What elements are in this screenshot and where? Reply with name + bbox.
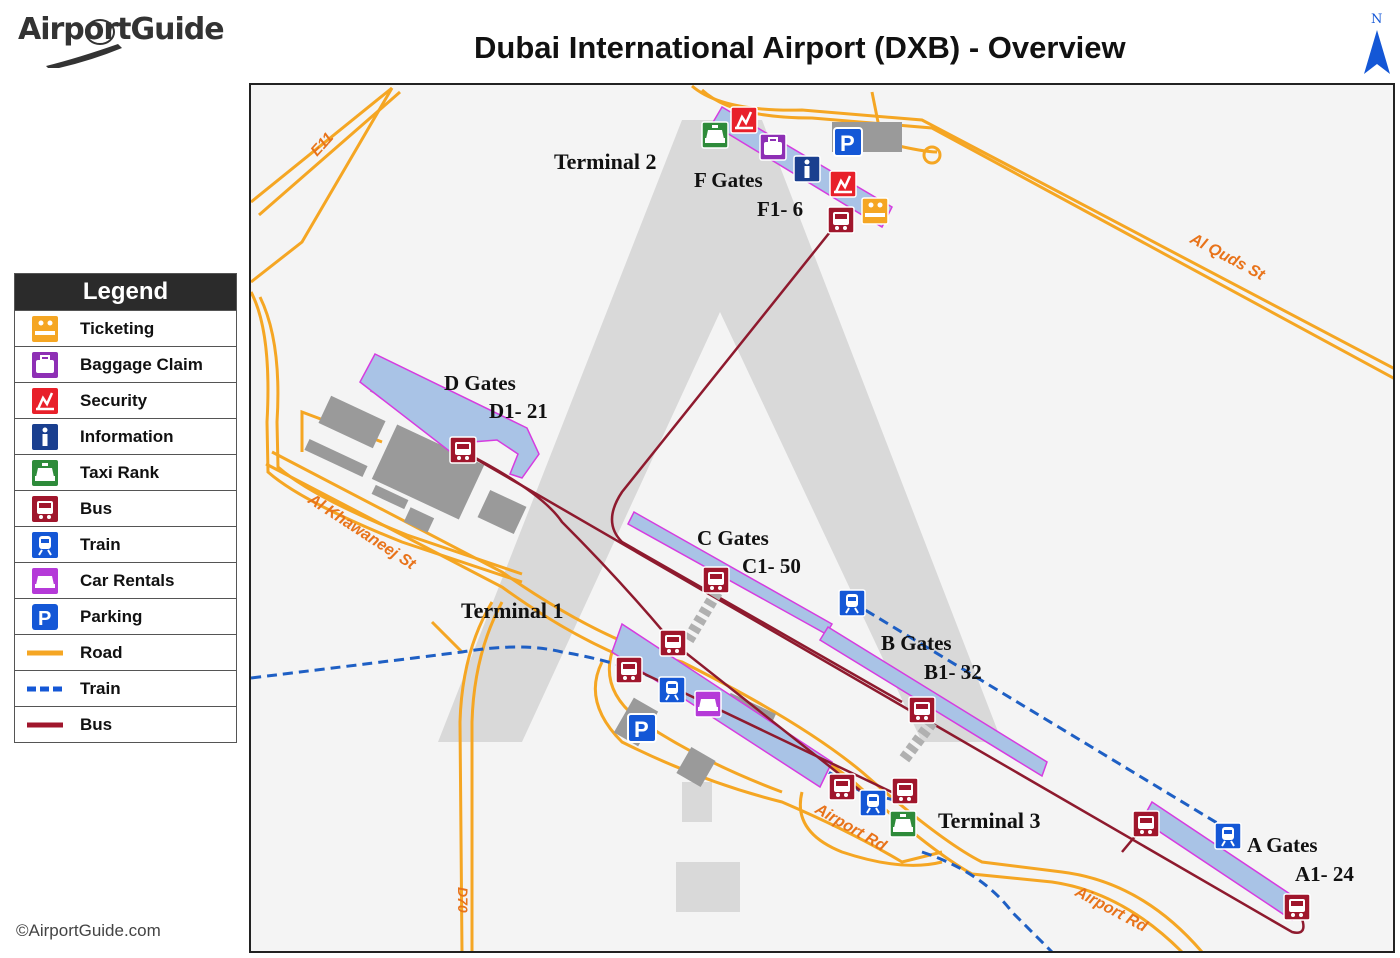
north-label: N	[1371, 12, 1383, 27]
map-canvas: E11 Al Quds St Al Khawaneej St Airport R…	[251, 85, 1393, 951]
information-icon[interactable]	[793, 155, 821, 183]
train-icon[interactable]	[658, 676, 686, 704]
legend-label: Baggage Claim	[80, 354, 203, 374]
copyright: ©AirportGuide.com	[16, 921, 161, 940]
train-line-icon	[27, 676, 63, 702]
north-arrow-icon	[1364, 30, 1390, 74]
terminal-1-label: Terminal 1	[461, 598, 563, 623]
security-icon[interactable]	[828, 169, 858, 199]
bus-icon[interactable]	[702, 566, 730, 594]
b-gates-label: B Gates	[881, 631, 952, 655]
legend-label: Ticketing	[80, 318, 155, 338]
legend-label: Train	[80, 678, 121, 698]
roads	[251, 85, 1393, 951]
a-gates-label: A Gates	[1247, 833, 1318, 857]
taxi-rank-icon	[32, 459, 58, 486]
d-gates-range: D1- 21	[489, 399, 548, 423]
train-icon[interactable]	[859, 789, 887, 817]
train-line	[251, 600, 1233, 951]
legend-item-information: Information	[15, 418, 236, 454]
f-gates-range: F1- 6	[757, 197, 803, 221]
legend-item-road-line: Road	[15, 634, 236, 670]
road-line-icon	[27, 640, 63, 666]
bus-line-icon	[27, 712, 63, 738]
legend-item-ticketing: Ticketing	[15, 310, 236, 346]
terminal-3-label: Terminal 3	[938, 808, 1040, 833]
security-icon	[32, 387, 58, 414]
information-icon	[32, 423, 58, 450]
legend-title: Legend	[15, 274, 236, 310]
page-title: Dubai International Airport (DXB) - Over…	[474, 30, 1126, 65]
legend-label: Security	[80, 390, 148, 410]
parking-icon: P	[32, 603, 58, 630]
bus-icon[interactable]	[1283, 893, 1311, 921]
logo-text: AirportGuide	[18, 12, 225, 47]
legend-item-train-line: Train	[15, 670, 236, 706]
bus-icon	[32, 495, 58, 522]
bus-icon[interactable]	[908, 696, 936, 724]
taxi-rank-icon[interactable]	[701, 121, 729, 149]
legend-label: Bus	[80, 498, 113, 518]
legend-item-bus-line: Bus	[15, 706, 236, 742]
legend-item-taxi-rank: Taxi Rank	[15, 454, 236, 490]
car-rentals-icon[interactable]	[694, 690, 722, 718]
a-gates-range: A1- 24	[1295, 862, 1354, 886]
baggage-claim-icon[interactable]	[759, 133, 787, 161]
taxi-rank-icon[interactable]	[889, 810, 917, 838]
legend-item-baggage-claim: Baggage Claim	[15, 346, 236, 382]
baggage-claim-icon	[32, 351, 58, 378]
legend-label: Parking	[80, 606, 143, 626]
legend-item-bus: Bus	[15, 490, 236, 526]
legend-label: Car Rentals	[80, 570, 175, 590]
logo-plane-icon	[46, 19, 122, 68]
f-gates-label: F Gates	[694, 168, 763, 192]
legend-label: Train	[80, 534, 121, 554]
bus-icon[interactable]	[615, 656, 643, 684]
c-gates-label: C Gates	[697, 526, 769, 550]
bus-icon[interactable]	[827, 206, 855, 234]
legend-label: Bus	[80, 714, 113, 734]
ticketing-icon	[32, 315, 58, 342]
airport-map[interactable]: E11 Al Quds St Al Khawaneej St Airport R…	[249, 83, 1395, 953]
road-label-d70: D70	[455, 887, 471, 913]
legend-label: Road	[80, 642, 123, 662]
bus-icon[interactable]	[1132, 810, 1160, 838]
legend-item-security: Security	[15, 382, 236, 418]
legend-item-parking: P Parking	[15, 598, 236, 634]
legend-label: Taxi Rank	[80, 462, 160, 482]
airportguide-logo: AirportGuide	[18, 8, 225, 68]
train-icon[interactable]	[838, 589, 866, 617]
bus-icon[interactable]	[891, 777, 919, 805]
train-icon	[32, 531, 58, 558]
legend-item-car-rentals: Car Rentals	[15, 562, 236, 598]
bus-icon[interactable]	[449, 436, 477, 464]
train-icon[interactable]	[1214, 822, 1242, 850]
security-icon[interactable]	[729, 105, 759, 135]
c-gates-range: C1- 50	[742, 554, 801, 578]
legend-item-train: Train	[15, 526, 236, 562]
parking-icon[interactable]	[833, 127, 863, 157]
b-gates-range: B1- 32	[924, 660, 982, 684]
car-rentals-icon	[32, 567, 58, 594]
bus-icon[interactable]	[828, 773, 856, 801]
svg-text:P: P	[38, 608, 51, 630]
legend-label: Information	[80, 426, 174, 446]
d-gates-label: D Gates	[444, 371, 516, 395]
north-arrow: N	[1360, 12, 1394, 76]
terminal-2-label: Terminal 2	[554, 149, 656, 174]
parking-icon[interactable]	[627, 713, 657, 743]
ticketing-icon[interactable]	[861, 197, 889, 225]
bus-icon[interactable]	[659, 629, 687, 657]
connectors	[681, 588, 937, 766]
